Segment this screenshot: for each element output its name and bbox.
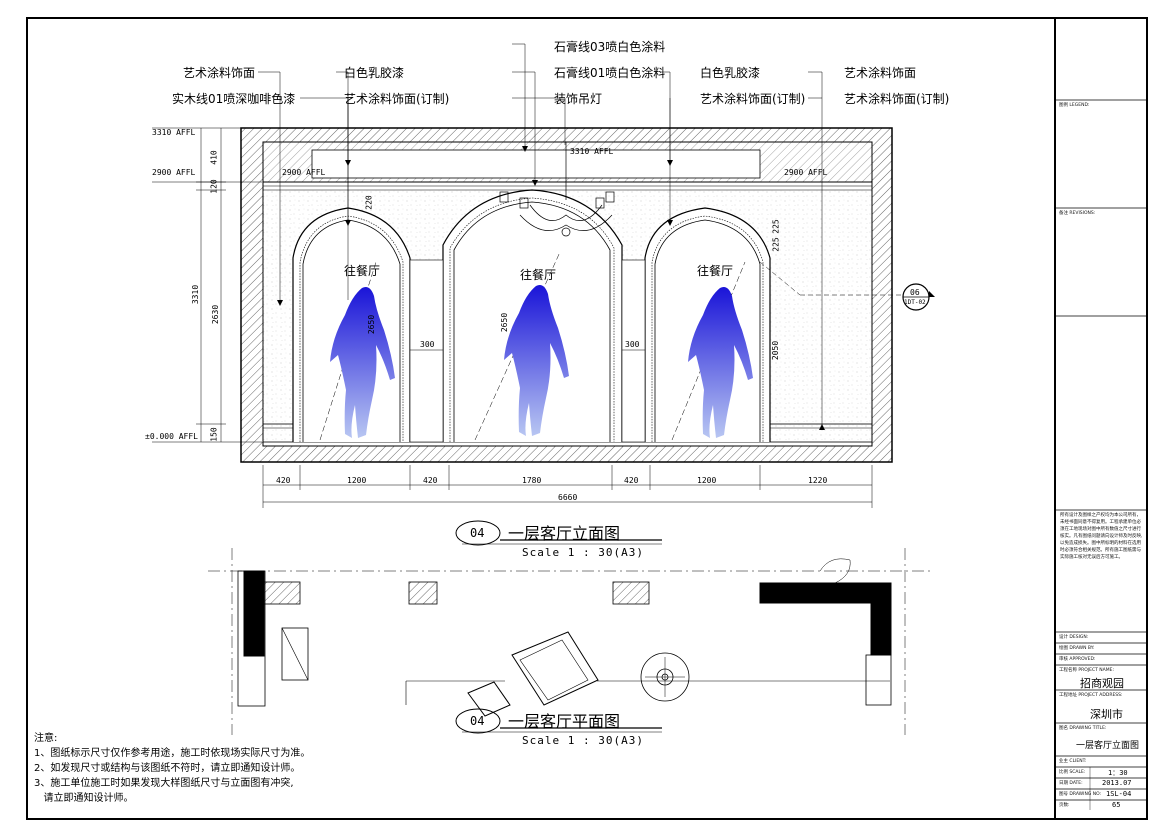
- plan-title-num: 04: [470, 714, 485, 728]
- plan-title-circle: [455, 708, 501, 734]
- callout-chandelier: 装饰吊灯: [554, 92, 603, 106]
- vertical-dims: [152, 127, 262, 443]
- tb-project-label: 工程名称 PROJECT NAME:: [1059, 668, 1114, 673]
- dim-225-a: 225: [771, 219, 781, 234]
- note-item: 1、图纸标示尺寸仅作参考用途，施工时依现场实际尺寸为准。: [34, 748, 311, 759]
- callout-plaster-line-01: 石膏线01喷白色涂料: [554, 66, 666, 80]
- arch-label-right: 往餐厅: [697, 264, 734, 278]
- callout-art-paint-custom-3: 艺术涂料饰面(订制): [844, 92, 950, 106]
- level-2900: 2900 AFFL: [152, 168, 196, 177]
- callout-art-paint: 艺术涂料饰面: [183, 66, 256, 80]
- tb-design: 设计 DESIGN:: [1059, 635, 1089, 640]
- tb-notes-text: 所有设计及图样之产权均为本公司所有，未经书面同意不得复用。工程承建单位必须在工地…: [1060, 513, 1143, 560]
- hdim-0: 420: [276, 476, 291, 485]
- hdim-6: 1220: [808, 476, 828, 485]
- hdim-5: 1200: [697, 476, 717, 485]
- tb-drawing-title: 一层客厅立面图: [1076, 741, 1140, 751]
- tb-page: 65: [1112, 801, 1121, 809]
- elevation-scale: Scale 1 : 30(A3): [522, 546, 644, 559]
- tb-approved: 审核 APPROVED:: [1059, 657, 1096, 662]
- section-marker-ref: 1DT-02: [904, 299, 926, 306]
- hdim-3: 1780: [522, 476, 542, 485]
- dim-300-left: 300: [420, 340, 435, 349]
- total-dim: 6660: [558, 493, 578, 502]
- dim-225-b: 225: [771, 237, 781, 252]
- title-block-divider: [1054, 17, 1056, 820]
- dim-2050: 2050: [771, 340, 781, 361]
- tb-address: 深圳市: [1090, 708, 1123, 721]
- callout-wood-trim: 实木线01喷深咖啡色漆: [172, 92, 296, 106]
- plan-title: 一层客厅平面图: [508, 712, 621, 731]
- arch-label-left: 往餐厅: [344, 264, 381, 278]
- hdim-1: 1200: [347, 476, 367, 485]
- elevation-title-num: 04: [470, 526, 485, 540]
- elevation-title: 一层客厅立面图: [508, 524, 621, 543]
- section-marker-num: 06: [910, 288, 920, 297]
- tb-drawn: 绘图 DRAWN BY:: [1059, 646, 1095, 651]
- hdim-2: 420: [423, 476, 438, 485]
- dim-300-right: 300: [625, 340, 640, 349]
- callout-latex-paint: 白色乳胶漆: [344, 66, 405, 80]
- tb-scale-label: 比例 SCALE:: [1059, 770, 1086, 775]
- chandelier: [499, 142, 615, 237]
- callout-art-paint-2: 艺术涂料饰面: [844, 66, 917, 80]
- dim-120: 120: [209, 179, 219, 194]
- note-item: 请立即通知设计师。: [34, 793, 134, 804]
- elevation-title-circle: [455, 520, 501, 546]
- leader-lines: [258, 43, 823, 430]
- level-2900-right: 2900 AFFL: [784, 168, 828, 177]
- dim-150: 150: [209, 427, 219, 442]
- tb-date-label: 日期 DATE:: [1059, 781, 1083, 786]
- floor-plan: [208, 548, 930, 735]
- callout-latex-paint-2: 白色乳胶漆: [700, 66, 761, 80]
- dim-3310: 3310: [191, 284, 201, 305]
- plan-scale: Scale 1 : 30(A3): [522, 734, 644, 747]
- tb-drawing-no-label: 图号 DRAWING NO:: [1059, 792, 1102, 797]
- dim-2650-center: 2650: [500, 312, 510, 333]
- arch-label-center: 往餐厅: [520, 268, 557, 282]
- level-3310: 3310 AFFL: [152, 128, 196, 137]
- level-3310-inner: 3310 AFFL: [570, 147, 614, 156]
- dim-2650-left: 2650: [367, 314, 377, 335]
- tb-revisions-label: 备注 REVISIONS:: [1059, 211, 1096, 216]
- horizontal-dims: [262, 349, 873, 508]
- notes-block: 注意: 1、图纸标示尺寸仅作参考用途，施工时依现场实际尺寸为准。 2、如发现尺寸…: [34, 731, 310, 806]
- callout-art-paint-custom: 艺术涂料饰面(订制): [344, 92, 450, 106]
- level-2900-inner: 2900 AFFL: [282, 168, 326, 177]
- tb-date: 2013.07: [1102, 779, 1132, 787]
- note-item: 2、如发现尺寸或结构与该图纸不符时，请立即通知设计师。: [34, 763, 301, 774]
- tb-client-label: 业主 CLIENT:: [1059, 759, 1087, 764]
- dim-220: 220: [364, 195, 374, 210]
- title-block-lines: [1056, 99, 1148, 810]
- level-zero: ±0.000 AFFL: [145, 432, 198, 441]
- leader-arrows: [277, 146, 825, 430]
- tb-page-label: 页数:: [1059, 803, 1070, 808]
- callout-plaster-line-03: 石膏线03喷白色涂料: [554, 40, 666, 54]
- dim-2630: 2630: [211, 304, 221, 325]
- human-figures: [330, 285, 753, 438]
- hdim-4: 420: [624, 476, 639, 485]
- dim-410: 410: [209, 150, 219, 165]
- drawing-border: [26, 17, 1148, 820]
- callout-art-paint-custom-2: 艺术涂料饰面(订制): [700, 92, 806, 106]
- notes-heading: 注意:: [34, 733, 58, 744]
- note-item: 3、施工单位施工时如果发现大样图纸尺寸与立面图有冲突,: [34, 778, 294, 789]
- tb-scale: 1：30: [1108, 769, 1128, 777]
- tb-drawing-title-label: 图名 DRAWING TITLE:: [1059, 726, 1107, 731]
- tb-legend-label: 图例 LEGEND:: [1059, 103, 1090, 108]
- tb-address-label: 工程地址 PROJECT ADDRESS:: [1059, 693, 1123, 698]
- tb-drawing-no: 1SL-04: [1106, 790, 1132, 798]
- tb-project-name: 招商观园: [1080, 677, 1124, 690]
